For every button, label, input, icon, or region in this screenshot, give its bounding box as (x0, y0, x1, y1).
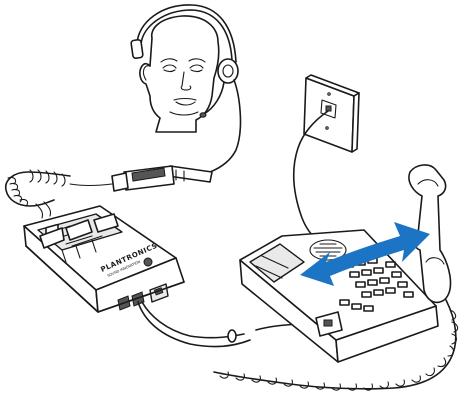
line-cord (292, 110, 329, 241)
amplifier-unit: PLANTRONICS SOUND INNOVATION (23, 205, 185, 313)
telephone-base (239, 229, 439, 363)
headset-head (130, 4, 242, 173)
boom-mic (203, 81, 225, 115)
swap-arrow-icon (300, 222, 430, 286)
coiled-cord (4, 169, 113, 219)
wall-jack (303, 74, 360, 153)
speaker-grille (309, 239, 347, 261)
brand-logo-icon (143, 257, 153, 267)
handset-coiled-cord (213, 299, 459, 391)
earpiece (217, 58, 239, 84)
headband (136, 4, 237, 63)
quick-disconnect (111, 165, 213, 192)
headset-cord (209, 79, 242, 173)
